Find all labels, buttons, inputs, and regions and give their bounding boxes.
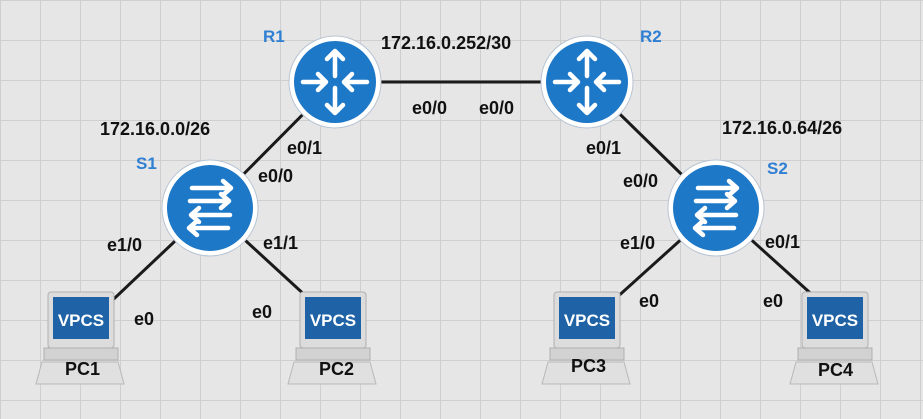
switch-icon: [667, 159, 765, 257]
vpcs-screen-label: VPCS: [812, 311, 858, 330]
vpcs-icon: VPCS: [287, 291, 377, 385]
router-icon: [540, 35, 634, 129]
vpcs-screen-label: VPCS: [310, 311, 356, 330]
pc-pc3[interactable]: VPCS: [540, 290, 632, 386]
switch-s2-name: S2: [767, 159, 788, 178]
pc-pc4[interactable]: VPCS: [788, 290, 880, 386]
pc3-name: PC3: [571, 356, 607, 376]
pc1-name: PC1: [65, 359, 101, 379]
vpcs-icon: VPCS: [35, 291, 125, 385]
iface-r2-e0-1: e0/1: [586, 138, 622, 158]
switch-s2[interactable]: [666, 158, 766, 258]
switch-s1[interactable]: [160, 158, 260, 258]
lan1-network-label: 172.16.0.0/26: [100, 119, 211, 139]
iface-pc2-e0: e0: [252, 302, 273, 322]
switch-icon: [161, 159, 259, 257]
wan-network-label: 172.16.0.252/30: [381, 33, 512, 53]
iface-s2-e0-0: e0/0: [623, 171, 659, 191]
lan2-network-label: 172.16.0.64/26: [722, 118, 843, 138]
switch-s1-name: S1: [136, 154, 157, 173]
pc-pc1[interactable]: VPCS: [34, 290, 126, 386]
iface-pc4-e0: e0: [763, 291, 784, 311]
iface-s1-e0-0: e0/0: [258, 166, 294, 186]
iface-r1-e0-1: e0/1: [287, 138, 323, 158]
iface-pc1-e0: e0: [134, 309, 155, 329]
router-r2[interactable]: [539, 34, 635, 130]
router-r2-name: R2: [640, 27, 662, 46]
iface-r2-e0-0: e0/0: [479, 98, 515, 118]
vpcs-icon: VPCS: [541, 291, 631, 385]
iface-s1-e1-1: e1/1: [263, 233, 299, 253]
iface-s2-e1-0: e1/0: [620, 233, 656, 253]
pc-pc2[interactable]: VPCS: [286, 290, 378, 386]
iface-pc3-e0: e0: [639, 291, 660, 311]
router-icon: [288, 35, 382, 129]
vpcs-icon: VPCS: [789, 291, 879, 385]
pc4-name: PC4: [818, 360, 854, 380]
vpcs-screen-label: VPCS: [58, 311, 104, 330]
pc2-name: PC2: [319, 359, 355, 379]
iface-s1-e1-0: e1/0: [107, 235, 143, 255]
router-r1-name: R1: [263, 27, 285, 46]
router-r1[interactable]: [287, 34, 383, 130]
vpcs-screen-label: VPCS: [564, 311, 610, 330]
iface-r1-e0-0: e0/0: [412, 98, 448, 118]
iface-s2-e0-1: e0/1: [765, 232, 801, 252]
